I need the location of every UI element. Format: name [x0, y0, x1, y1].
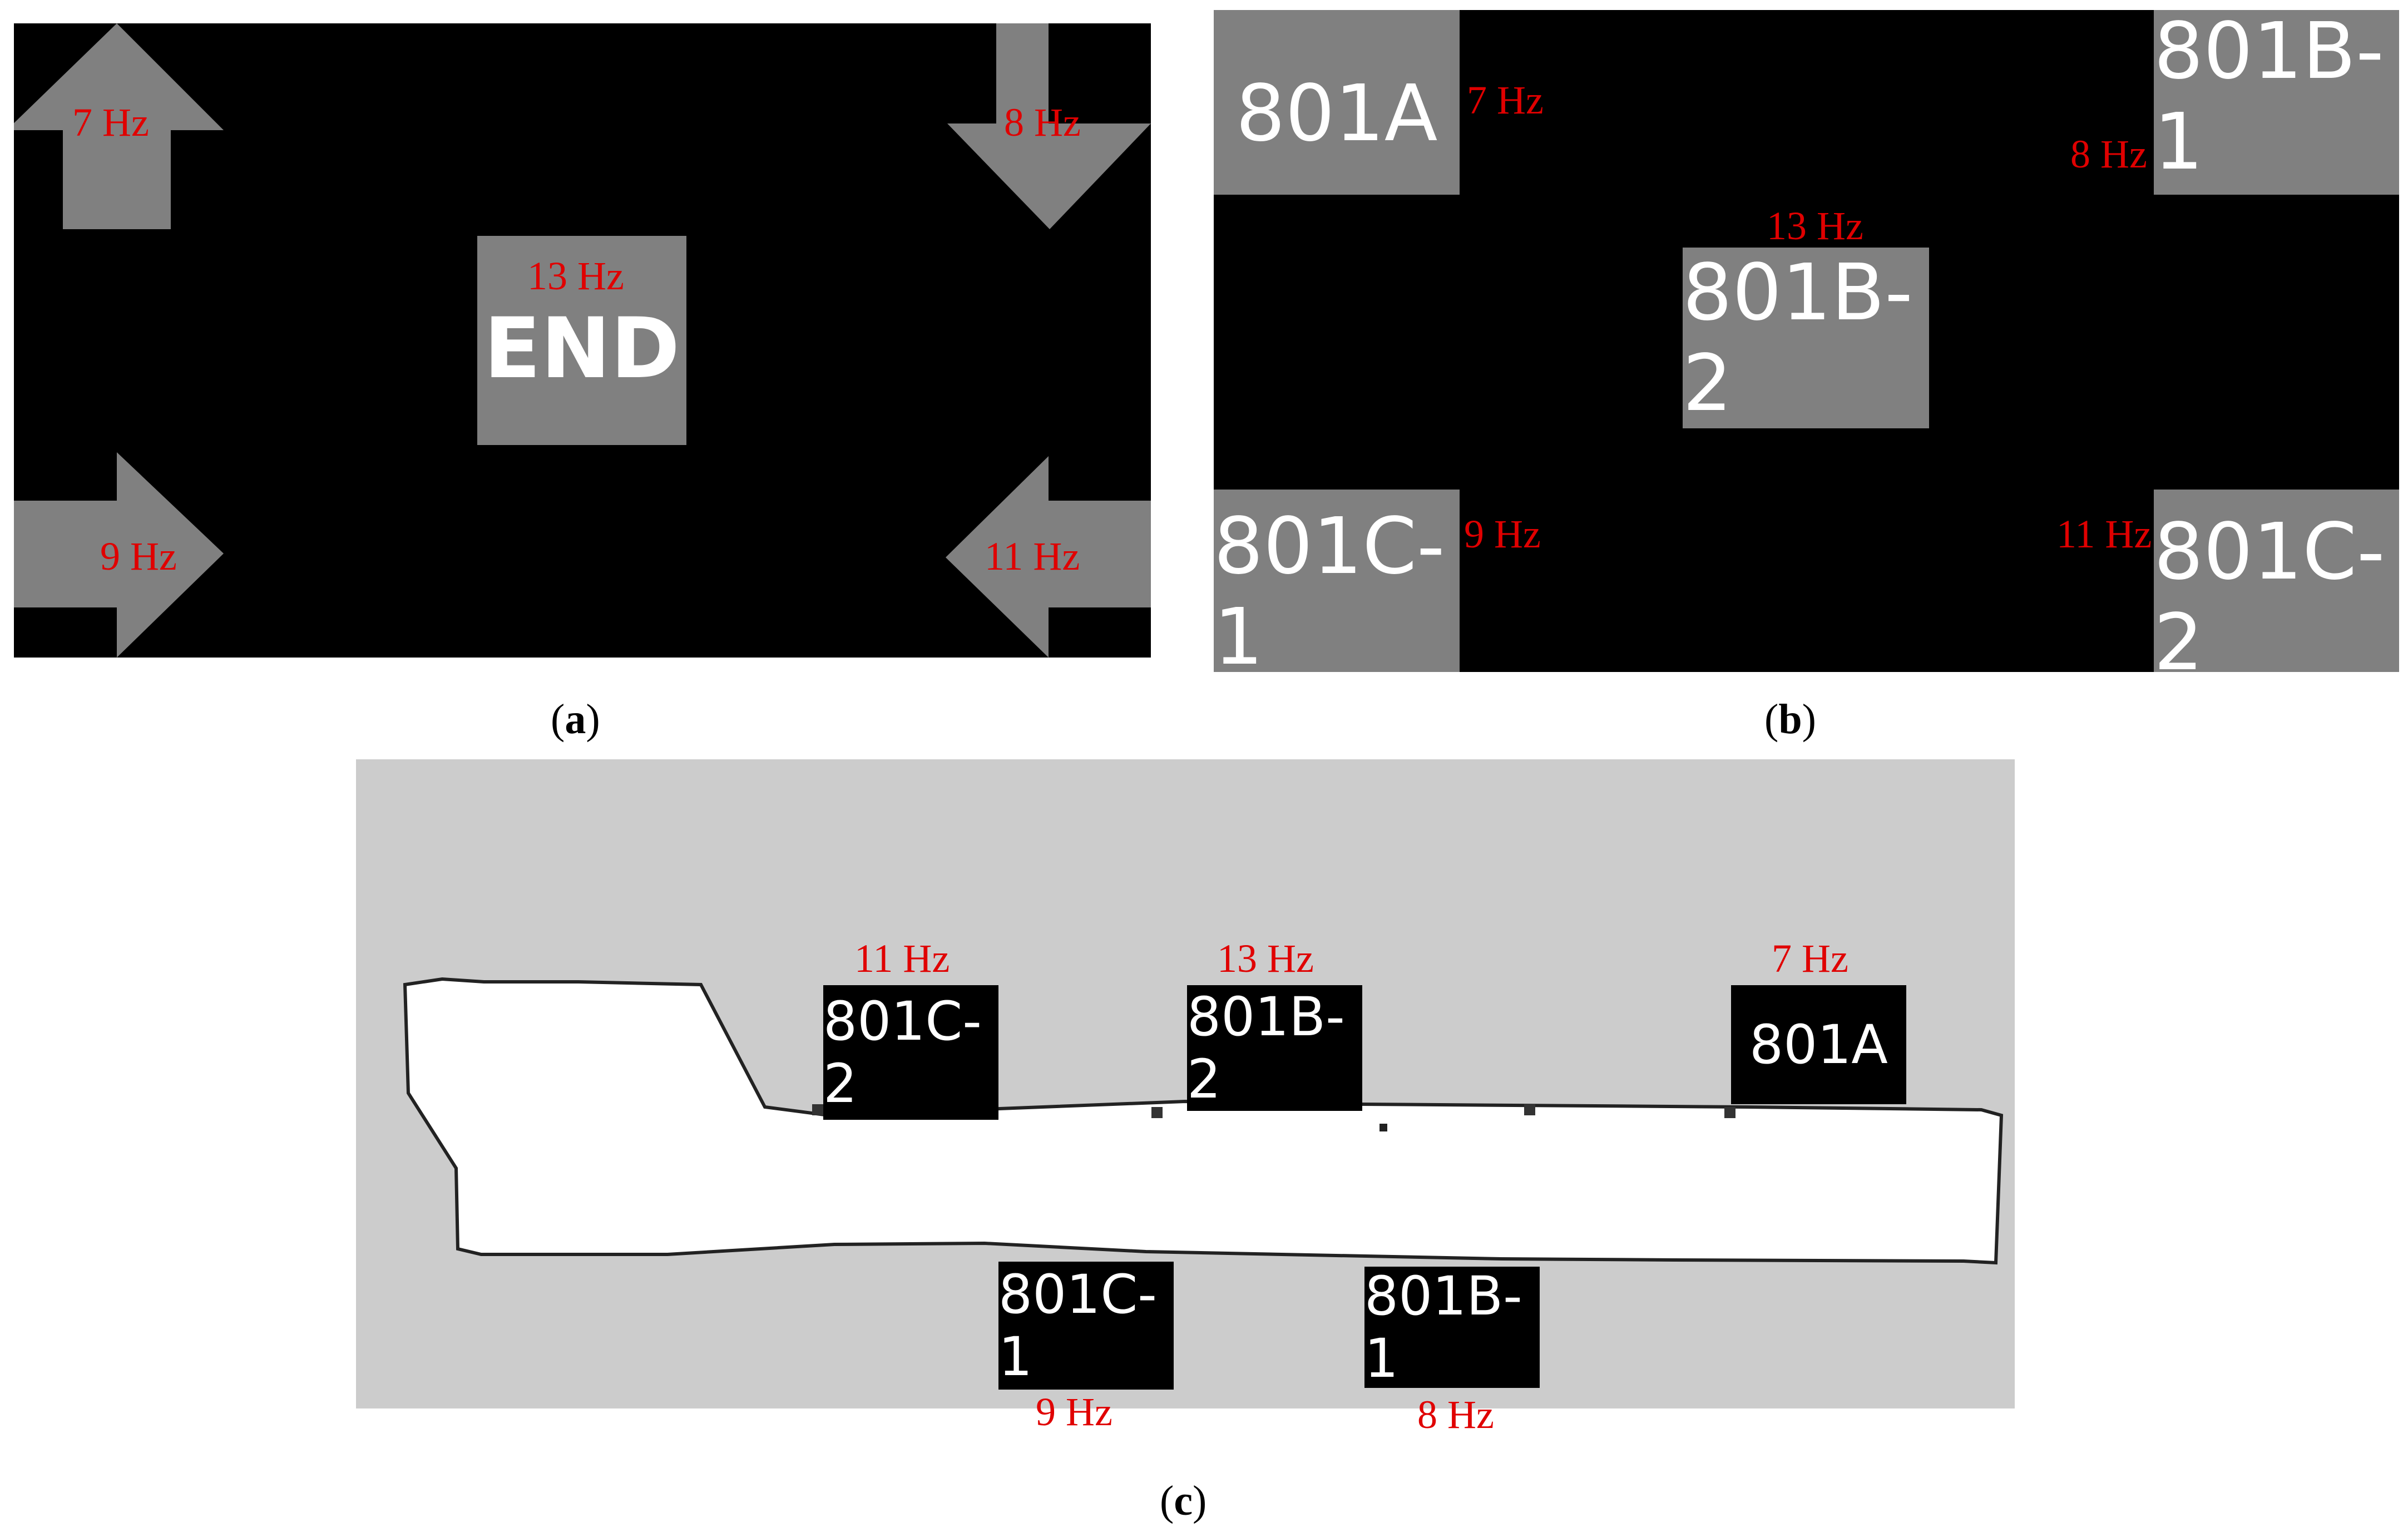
freq-label-801B-1: 8 Hz	[1417, 1392, 1494, 1437]
arrow-right-icon[interactable]	[14, 452, 224, 658]
room-label: 801C-1	[998, 1263, 1157, 1388]
panel-c-floor-map: 801C-2 801B-2 801A 801C-1 801B-1 11 Hz 1…	[356, 759, 2015, 1435]
room-label: 801C-2	[823, 990, 982, 1115]
room-label: 801C-2	[2154, 507, 2385, 688]
room-label: 801B-1	[1364, 1265, 1522, 1390]
door-notch	[1524, 1104, 1535, 1115]
arrow-right-shaft	[14, 501, 117, 607]
freq-label-801C-1: 9 Hz	[1036, 1390, 1112, 1434]
room-button-801C-1[interactable]: 801C-1	[1214, 490, 1460, 683]
corridor-area	[403, 977, 2004, 1265]
arrow-up-icon[interactable]	[14, 23, 224, 229]
freq-label-down: 8 Hz	[1004, 100, 1081, 145]
end-label: END	[483, 300, 680, 397]
freq-label-801C-2: 11 Hz	[854, 936, 950, 981]
freq-label-left: 11 Hz	[985, 534, 1080, 579]
room-marker-801C-1[interactable]: 801C-1	[998, 1262, 1174, 1390]
room-marker-801B-2[interactable]: 801B-2	[1187, 985, 1362, 1111]
arrow-down-icon[interactable]	[947, 23, 1151, 229]
freq-label-right: 9 Hz	[100, 534, 177, 579]
room-button-801A[interactable]: 801A	[1214, 10, 1460, 195]
room-label: 801A	[1235, 68, 1438, 159]
room-label: 801C-1	[1214, 501, 1445, 683]
end-button[interactable]: END	[477, 236, 686, 445]
obstacle-dot	[1379, 1124, 1387, 1131]
room-label: 801B-2	[1187, 986, 1345, 1110]
room-label: 801B-2	[1683, 247, 1913, 429]
door-notch	[1724, 1107, 1735, 1118]
corridor-map	[403, 977, 2004, 1265]
freq-label-801B-2: 13 Hz	[1217, 936, 1314, 981]
caption-c: (c)	[1160, 1477, 1207, 1524]
room-button-801B-1[interactable]: 801B-1	[2154, 6, 2399, 195]
freq-label-801B-1: 8 Hz	[2070, 132, 2147, 176]
room-marker-801C-2[interactable]: 801C-2	[823, 985, 998, 1120]
room-marker-801A[interactable]: 801A	[1731, 985, 1906, 1104]
freq-label-end: 13 Hz	[527, 254, 624, 298]
panel-a-navigation-interface: END 7 Hz 8 Hz 9 Hz 11 Hz 13 Hz	[14, 23, 1151, 658]
room-button-801C-2[interactable]: 801C-2	[2154, 490, 2399, 688]
room-label: 801B-1	[2154, 6, 2384, 187]
room-label: 801A	[1749, 1014, 1888, 1076]
arrow-left-icon[interactable]	[946, 456, 1151, 658]
freq-label-801C-1: 9 Hz	[1464, 512, 1541, 556]
freq-label-801B-2: 13 Hz	[1767, 204, 1863, 248]
freq-label-801C-2: 11 Hz	[2056, 512, 2152, 556]
room-marker-801B-1[interactable]: 801B-1	[1364, 1265, 1540, 1390]
caption-a: (a)	[551, 696, 600, 743]
door-notch	[812, 1104, 823, 1115]
freq-label-up: 7 Hz	[72, 100, 149, 145]
panel-b-room-selection-interface: 801A 801B-1 801B-2 801C-1 801C-2 7 Hz 8 …	[1214, 6, 2399, 688]
freq-label-801A: 7 Hz	[1467, 78, 1544, 122]
room-button-801B-2[interactable]: 801B-2	[1683, 247, 1929, 429]
caption-b: (b)	[1764, 696, 1816, 743]
door-notch	[1151, 1107, 1163, 1118]
arrow-layer	[14, 23, 1151, 658]
freq-label-801A: 7 Hz	[1772, 936, 1848, 981]
